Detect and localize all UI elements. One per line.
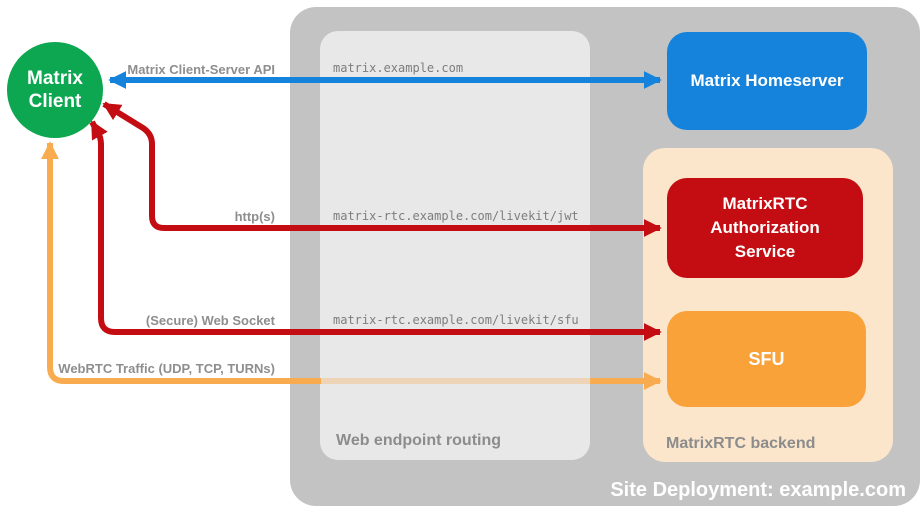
- matrix-homeserver-label: Matrix Homeserver: [690, 71, 844, 90]
- endpoint-matrix-example-com: matrix.example.com: [333, 61, 464, 75]
- matrix-homeserver-node: Matrix Homeserver: [667, 32, 867, 130]
- endpoint-livekit-jwt: matrix-rtc.example.com/livekit/jwt: [333, 209, 579, 223]
- site-deployment-label: Site Deployment: example.com: [610, 479, 906, 501]
- web-endpoint-routing-box: Web endpoint routing: [320, 31, 590, 460]
- sfu-label: SFU: [748, 348, 785, 369]
- matrix-client-label-line1: Matrix: [27, 68, 83, 89]
- matrixrtc-authorization-service-label: MatrixRTC Authorization Service: [710, 194, 820, 261]
- web-endpoint-routing-label: Web endpoint routing: [336, 432, 502, 449]
- arrow-label-client-server-api: Matrix Client-Server API: [127, 62, 275, 77]
- matrix-client-label-line2: Client: [28, 91, 82, 112]
- arrow-label-webrtc-traffic: WebRTC Traffic (UDP, TCP, TURNs): [58, 361, 275, 376]
- endpoint-livekit-sfu: matrix-rtc.example.com/livekit/sfu: [333, 313, 579, 327]
- matrixrtc-backend-label: MatrixRTC backend: [666, 435, 816, 452]
- arrow-webrtc-segment-solid-left: [41, 141, 321, 384]
- sfu-node: SFU: [667, 311, 866, 407]
- arrow-label-https: http(s): [234, 209, 275, 224]
- matrix-client-node: Matrix Client: [7, 42, 103, 138]
- arrow-label-websocket: (Secure) Web Socket: [145, 313, 275, 328]
- matrixrtc-authorization-service-node: MatrixRTC Authorization Service: [667, 178, 863, 278]
